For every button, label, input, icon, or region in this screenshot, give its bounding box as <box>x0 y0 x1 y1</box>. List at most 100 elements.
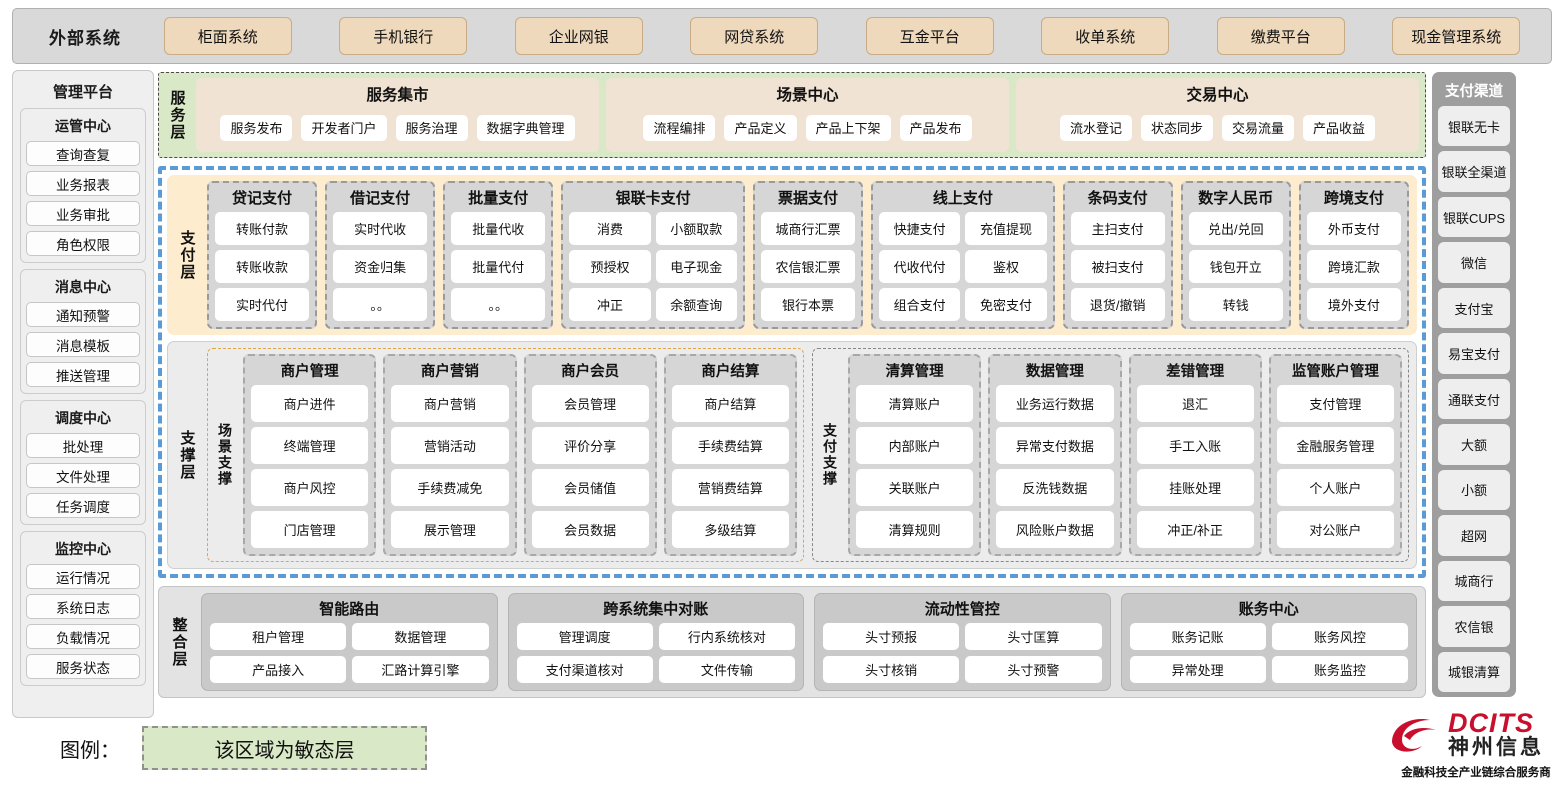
external-system-item[interactable]: 企业网银 <box>514 17 643 55</box>
payment-support-item[interactable]: 手工入账 <box>1136 427 1254 464</box>
integration-item[interactable]: 账务记账 <box>1129 623 1266 650</box>
payment-support-item[interactable]: 反洗钱数据 <box>996 469 1114 506</box>
payment-item[interactable]: 充值提现 <box>965 212 1047 245</box>
payment-item[interactable]: 实时代收 <box>333 212 428 245</box>
payment-support-item[interactable]: 挂账处理 <box>1136 469 1254 506</box>
scene-support-item[interactable]: 终端管理 <box>251 427 369 464</box>
payment-channel-item[interactable]: 城银清算 <box>1438 651 1510 693</box>
scene-support-item[interactable]: 多级结算 <box>671 511 789 548</box>
payment-item[interactable]: 银行本票 <box>760 288 856 321</box>
management-menu-item[interactable]: 推送管理 <box>26 362 140 387</box>
payment-item[interactable]: 资金归集 <box>333 250 428 283</box>
management-menu-item[interactable]: 通知预警 <box>26 302 140 327</box>
payment-item[interactable]: 批量代收 <box>451 212 546 245</box>
payment-item[interactable]: 消费 <box>569 212 651 245</box>
service-item[interactable]: 服务治理 <box>395 114 468 141</box>
payment-item[interactable]: 转账付款 <box>215 212 310 245</box>
integration-item[interactable]: 头寸核销 <box>823 656 960 683</box>
payment-item[interactable]: 批量代付 <box>451 250 546 283</box>
payment-support-item[interactable]: 关联账户 <box>856 469 974 506</box>
scene-support-item[interactable]: 商户风控 <box>251 469 369 506</box>
scene-support-item[interactable]: 商户进件 <box>251 385 369 422</box>
management-menu-item[interactable]: 运行情况 <box>26 564 140 589</box>
scene-support-item[interactable]: 会员储值 <box>531 469 649 506</box>
management-menu-item[interactable]: 任务调度 <box>26 493 140 518</box>
service-item[interactable]: 产品收益 <box>1303 114 1376 141</box>
payment-item[interactable]: 代收代付 <box>879 250 961 283</box>
external-system-item[interactable]: 缴费平台 <box>1216 17 1345 55</box>
payment-item[interactable]: 实时代付 <box>215 288 310 321</box>
management-menu-item[interactable]: 系统日志 <box>26 594 140 619</box>
payment-item[interactable]: 退货/撤销 <box>1070 288 1165 321</box>
payment-item[interactable]: 转账收款 <box>215 250 310 283</box>
payment-item[interactable]: 电子现金 <box>655 250 737 283</box>
service-item[interactable]: 产品发布 <box>899 114 972 141</box>
management-menu-item[interactable]: 查询查复 <box>26 141 140 166</box>
service-item[interactable]: 产品上下架 <box>805 114 891 141</box>
integration-item[interactable]: 头寸匡算 <box>965 623 1102 650</box>
service-item[interactable]: 流程编排 <box>643 114 716 141</box>
payment-item[interactable]: 外币支付 <box>1306 212 1401 245</box>
integration-item[interactable]: 账务监控 <box>1271 656 1408 683</box>
scene-support-item[interactable]: 评价分享 <box>531 427 649 464</box>
payment-item[interactable]: 被扫支付 <box>1070 250 1165 283</box>
payment-item[interactable]: 。。 <box>451 288 546 321</box>
payment-item[interactable]: 免密支付 <box>965 288 1047 321</box>
payment-support-item[interactable]: 支付管理 <box>1276 385 1394 422</box>
payment-item[interactable]: 。。 <box>333 288 428 321</box>
payment-item[interactable]: 转钱 <box>1188 288 1283 321</box>
management-menu-item[interactable]: 文件处理 <box>26 463 140 488</box>
scene-support-item[interactable]: 商户营销 <box>391 385 509 422</box>
payment-item[interactable]: 农信银汇票 <box>760 250 856 283</box>
payment-item[interactable]: 兑出/兑回 <box>1188 212 1283 245</box>
scene-support-item[interactable]: 展示管理 <box>391 511 509 548</box>
payment-channel-item[interactable]: 银联CUPS <box>1438 196 1510 238</box>
payment-channel-item[interactable]: 城商行 <box>1438 560 1510 602</box>
integration-item[interactable]: 租户管理 <box>210 623 347 650</box>
external-system-item[interactable]: 互金平台 <box>865 17 994 55</box>
payment-support-item[interactable]: 风险账户数据 <box>996 511 1114 548</box>
payment-support-item[interactable]: 个人账户 <box>1276 469 1394 506</box>
payment-item[interactable]: 组合支付 <box>879 288 961 321</box>
management-menu-item[interactable]: 消息模板 <box>26 332 140 357</box>
payment-item[interactable]: 跨境汇款 <box>1306 250 1401 283</box>
integration-item[interactable]: 行内系统核对 <box>658 623 795 650</box>
external-system-item[interactable]: 柜面系统 <box>163 17 292 55</box>
scene-support-item[interactable]: 会员管理 <box>531 385 649 422</box>
integration-item[interactable]: 头寸预报 <box>823 623 960 650</box>
scene-support-item[interactable]: 商户结算 <box>671 385 789 422</box>
scene-support-item[interactable]: 会员数据 <box>531 511 649 548</box>
service-item[interactable]: 交易流量 <box>1222 114 1295 141</box>
external-system-item[interactable]: 网贷系统 <box>690 17 819 55</box>
payment-item[interactable]: 鉴权 <box>965 250 1047 283</box>
payment-channel-item[interactable]: 微信 <box>1438 242 1510 283</box>
payment-support-item[interactable]: 异常支付数据 <box>996 427 1114 464</box>
external-system-item[interactable]: 手机银行 <box>339 17 468 55</box>
integration-item[interactable]: 管理调度 <box>516 623 653 650</box>
service-item[interactable]: 服务发布 <box>220 114 293 141</box>
service-item[interactable]: 开发者门户 <box>301 114 387 141</box>
integration-item[interactable]: 支付渠道核对 <box>516 656 653 683</box>
payment-channel-item[interactable]: 银联无卡 <box>1438 106 1510 147</box>
integration-item[interactable]: 文件传输 <box>658 656 795 683</box>
management-menu-item[interactable]: 业务审批 <box>26 201 140 226</box>
management-menu-item[interactable]: 负载情况 <box>26 624 140 649</box>
service-item[interactable]: 数据字典管理 <box>476 114 575 141</box>
integration-item[interactable]: 异常处理 <box>1129 656 1266 683</box>
payment-item[interactable]: 境外支付 <box>1306 288 1401 321</box>
payment-item[interactable]: 快捷支付 <box>879 212 961 245</box>
integration-item[interactable]: 账务风控 <box>1271 623 1408 650</box>
external-system-item[interactable]: 现金管理系统 <box>1392 17 1521 55</box>
payment-channel-item[interactable]: 易宝支付 <box>1438 333 1510 374</box>
payment-channel-item[interactable]: 支付宝 <box>1438 287 1510 329</box>
external-system-item[interactable]: 收单系统 <box>1041 17 1170 55</box>
payment-item[interactable]: 钱包开立 <box>1188 250 1283 283</box>
payment-item[interactable]: 城商行汇票 <box>760 212 856 245</box>
payment-support-item[interactable]: 业务运行数据 <box>996 385 1114 422</box>
payment-support-item[interactable]: 内部账户 <box>856 427 974 464</box>
payment-channel-item[interactable]: 超网 <box>1438 515 1510 556</box>
scene-support-item[interactable]: 门店管理 <box>251 511 369 548</box>
integration-item[interactable]: 头寸预警 <box>965 656 1102 683</box>
payment-channel-item[interactable]: 农信银 <box>1438 606 1510 647</box>
integration-item[interactable]: 数据管理 <box>352 623 489 650</box>
